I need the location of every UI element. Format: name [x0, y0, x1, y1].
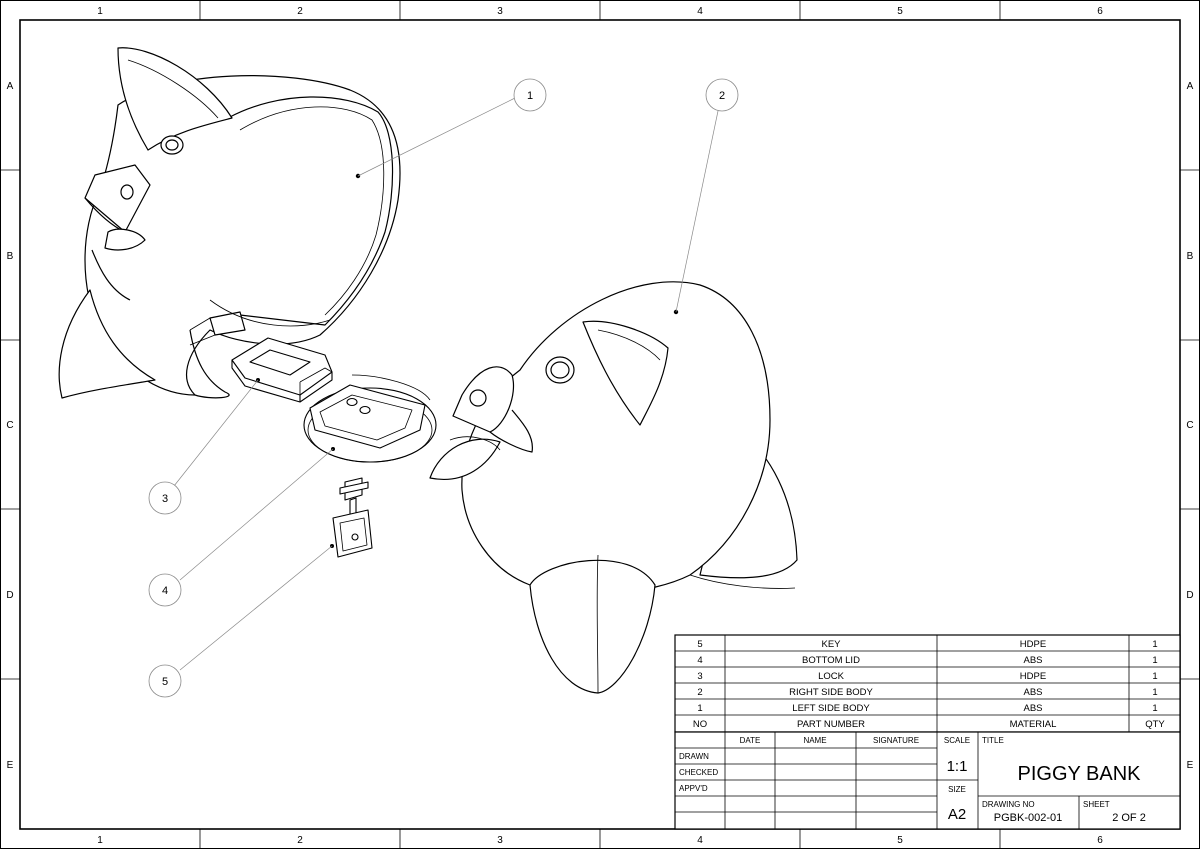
leader-lines — [173, 97, 719, 671]
callout-balloon-4 — [148, 573, 182, 607]
tb-title-value: PIGGY BANK — [1017, 763, 1141, 785]
bom-material: ABS — [1023, 703, 1042, 714]
part-bottom-lid — [303, 374, 437, 463]
bom-no: 4 — [697, 655, 702, 666]
callout-number: 2 — [719, 90, 725, 102]
tb-row-checked: CHECKED — [679, 768, 718, 777]
callout-number: 5 — [162, 676, 168, 688]
bom-part: KEY — [821, 639, 841, 650]
bom-material: ABS — [1023, 655, 1042, 666]
tb-drawing-no-label: DRAWING NO — [982, 800, 1035, 809]
tb-col-signature: SIGNATURE — [873, 736, 919, 745]
bill-of-materials: 5 KEY HDPE 1 4 BOTTOM LID ABS 1 3 LOCK H… — [674, 634, 1181, 733]
tb-col-date: DATE — [740, 736, 761, 745]
bom-material: ABS — [1023, 687, 1042, 698]
callout-numbers: 1 2 3 4 5 — [162, 90, 725, 688]
zone-row-label: A — [1187, 81, 1194, 92]
tb-size-value: A2 — [948, 806, 966, 823]
bom-qty: 1 — [1152, 687, 1157, 698]
callout-number: 3 — [162, 493, 168, 505]
tb-title-label: TITLE — [982, 736, 1004, 745]
zone-row-label: C — [6, 420, 13, 431]
callout-balloon-5 — [148, 664, 182, 698]
bom-qty: 1 — [1152, 703, 1157, 714]
bom-no: 2 — [697, 687, 702, 698]
zone-col-label: 4 — [697, 835, 703, 846]
tb-size-label: SIZE — [948, 785, 966, 794]
callout-balloon-2 — [705, 78, 739, 112]
bom-qty: 1 — [1152, 671, 1157, 682]
zone-row-label: D — [6, 590, 13, 601]
zone-row-label: B — [1187, 251, 1194, 262]
zone-col-label: 1 — [97, 6, 103, 17]
zone-row-label: E — [7, 760, 14, 771]
zone-labels-right: A B C D E — [1186, 81, 1193, 771]
zone-row-label: A — [7, 81, 14, 92]
bom-material: HDPE — [1020, 671, 1046, 682]
bom-no: 1 — [697, 703, 702, 714]
zone-row-label: C — [1186, 420, 1193, 431]
tb-row-drawn: DRAWN — [679, 752, 709, 761]
zone-col-label: 3 — [497, 835, 503, 846]
tb-drawing-no-value: PGBK-002-01 — [994, 812, 1062, 824]
zone-col-label: 5 — [897, 835, 903, 846]
bom-part: LOCK — [818, 671, 845, 682]
bom-qty: 1 — [1152, 655, 1157, 666]
tb-scale-label: SCALE — [944, 736, 970, 745]
bom-qty: 1 — [1152, 639, 1157, 650]
tb-sheet-label: SHEET — [1083, 800, 1110, 809]
callout-balloon-1 — [513, 78, 547, 112]
callout-number: 4 — [162, 585, 168, 597]
callout-balloons — [148, 78, 739, 698]
part-lock — [231, 337, 333, 403]
zone-col-label: 5 — [897, 6, 903, 17]
bom-header-material: MATERIAL — [1010, 719, 1057, 730]
bom-header-part: PART NUMBER — [797, 719, 865, 730]
tb-scale-value: 1:1 — [947, 758, 968, 775]
bom-part: BOTTOM LID — [802, 655, 860, 666]
title-block: DATE NAME SIGNATURE SCALE SIZE DRAWN CHE… — [674, 731, 1181, 830]
zone-col-label: 6 — [1097, 6, 1103, 17]
bom-header-no: NO — [693, 719, 707, 730]
zone-col-label: 6 — [1097, 835, 1103, 846]
zone-col-label: 4 — [697, 6, 703, 17]
bom-header-qty: QTY — [1145, 719, 1165, 730]
callout-number: 1 — [527, 90, 533, 102]
tb-sheet-value: 2 OF 2 — [1112, 812, 1146, 824]
bom-part: RIGHT SIDE BODY — [789, 687, 873, 698]
zone-col-label: 2 — [297, 835, 303, 846]
zone-row-label: B — [7, 251, 14, 262]
part-right-side-body — [429, 281, 798, 694]
callout-balloon-3 — [148, 481, 182, 515]
part-left-side-body — [58, 47, 401, 399]
zone-row-label: D — [1186, 590, 1193, 601]
bom-material: HDPE — [1020, 639, 1046, 650]
zone-col-label: 3 — [497, 6, 503, 17]
bom-part: LEFT SIDE BODY — [792, 703, 870, 714]
tb-row-approved: APPV'D — [679, 784, 708, 793]
zone-row-label: E — [1187, 760, 1194, 771]
zone-col-label: 2 — [297, 6, 303, 17]
zone-labels-bottom: 1 2 3 4 5 6 — [97, 835, 1103, 846]
zone-labels-top: 1 2 3 4 5 6 — [97, 6, 1103, 17]
tb-col-name: NAME — [803, 736, 826, 745]
zone-labels-left: A B C D E — [6, 81, 13, 771]
part-key — [332, 477, 373, 558]
zone-col-label: 1 — [97, 835, 103, 846]
bom-no: 3 — [697, 671, 702, 682]
bom-no: 5 — [697, 639, 702, 650]
